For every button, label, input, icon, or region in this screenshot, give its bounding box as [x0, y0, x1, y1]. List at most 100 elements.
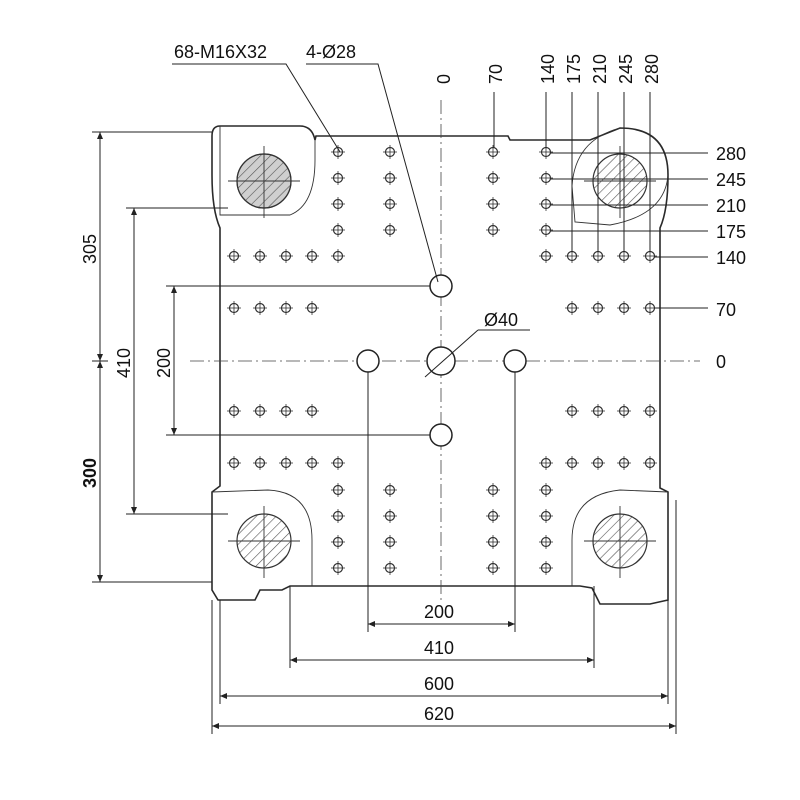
tapped-hole [617, 456, 631, 470]
tapped-hole [331, 509, 345, 523]
tapped-hole [305, 404, 319, 418]
ejector-hole-right [503, 349, 527, 373]
tapped-hole [227, 249, 241, 263]
tapped-hole [279, 249, 293, 263]
left-dim-upper: 305 [80, 234, 100, 264]
tapped-hole [279, 456, 293, 470]
tapped-hole [253, 301, 267, 315]
tapped-hole [331, 171, 345, 185]
tapped-hole [539, 535, 553, 549]
arrow-head [171, 428, 177, 435]
tapped-holes-leader [172, 63, 341, 153]
arrow-head [97, 354, 103, 361]
tapped-hole [539, 223, 553, 237]
right-tick-label: 70 [716, 300, 736, 320]
top-tick-label: 280 [642, 54, 662, 84]
ejector-holes-callout: 4-Ø28 [306, 42, 356, 62]
left-dim-lower: 300 [80, 458, 100, 488]
tapped-hole [539, 509, 553, 523]
arrow-head [212, 723, 219, 729]
pocket-line-bl [211, 489, 313, 586]
ejector-hole-bottom [429, 423, 453, 447]
tapped-hole [539, 561, 553, 575]
arrow-head [587, 657, 594, 663]
tapped-hole [539, 197, 553, 211]
top-tick-label: 175 [564, 54, 584, 84]
arrow-head [290, 657, 297, 663]
tapped-hole [253, 404, 267, 418]
tapped-hole [331, 249, 345, 263]
tapped-hole [486, 197, 500, 211]
tie-bar-top-left [228, 146, 300, 218]
tapped-hole [539, 483, 553, 497]
tapped-hole [643, 249, 657, 263]
tapped-hole [486, 509, 500, 523]
bottom-dim-600: 600 [424, 674, 454, 694]
tapped-hole [383, 483, 397, 497]
pocket-line-tl [219, 126, 316, 216]
pocket-line-tr [571, 127, 669, 226]
tapped-hole [591, 301, 605, 315]
left-dim-ejector: 200 [154, 348, 174, 378]
tapped-hole [227, 301, 241, 315]
right-tick-labels: 280 245 210 175 140 70 0 [716, 144, 746, 372]
tapped-hole [331, 223, 345, 237]
tapped-hole [591, 456, 605, 470]
ejector-holes-leader [306, 63, 439, 283]
tapped-hole [331, 561, 345, 575]
tapped-hole [383, 223, 397, 237]
platen-outline [211, 125, 669, 605]
tapped-hole [643, 456, 657, 470]
top-tick-labels: 0 70 140 175 210 245 280 [434, 54, 662, 84]
tapped-hole [617, 249, 631, 263]
tapped-hole [539, 249, 553, 263]
tapped-hole [617, 301, 631, 315]
tapped-hole [383, 509, 397, 523]
tapped-hole [486, 223, 500, 237]
tapped-hole [305, 301, 319, 315]
ejector-hole-left [356, 349, 380, 373]
arrow-head [97, 132, 103, 139]
right-tick-label: 140 [716, 248, 746, 268]
arrow-head [97, 575, 103, 582]
tapped-hole [383, 561, 397, 575]
right-tick-label: 210 [716, 196, 746, 216]
tapped-hole [331, 483, 345, 497]
tapped-hole [331, 456, 345, 470]
tapped-hole [383, 145, 397, 159]
arrow-head [669, 723, 676, 729]
bottom-dim-410: 410 [424, 638, 454, 658]
tie-bar-top-right [584, 146, 656, 218]
tapped-hole [539, 456, 553, 470]
top-tick-label: 0 [434, 74, 454, 84]
tapped-hole [331, 535, 345, 549]
tapped-holes-callout: 68-M16X32 [174, 42, 267, 62]
ejector-hole-top [429, 274, 453, 298]
arrow-head [220, 693, 227, 699]
tapped-hole [486, 145, 500, 159]
tapped-hole [227, 456, 241, 470]
arrow-head [131, 208, 137, 215]
top-tick-label: 140 [538, 54, 558, 84]
tapped-hole [253, 456, 267, 470]
tapped-hole [279, 301, 293, 315]
pocket-line-br [571, 489, 669, 586]
tapped-hole [643, 404, 657, 418]
tapped-hole [253, 249, 267, 263]
arrow-head [661, 693, 668, 699]
arrow-head [97, 361, 103, 368]
arrow-head [171, 286, 177, 293]
arrow-head [131, 507, 137, 514]
tapped-hole [383, 197, 397, 211]
tapped-hole [565, 404, 579, 418]
tapped-hole [305, 249, 319, 263]
bottom-dim-200: 200 [424, 602, 454, 622]
tapped-hole [617, 404, 631, 418]
tapped-hole [591, 404, 605, 418]
tapped-hole [486, 483, 500, 497]
tie-bar-bottom-right [584, 506, 656, 578]
top-tick-label: 70 [486, 64, 506, 84]
dimension-arrows [97, 132, 676, 729]
arrow-head [368, 621, 375, 627]
tapped-hole [331, 197, 345, 211]
